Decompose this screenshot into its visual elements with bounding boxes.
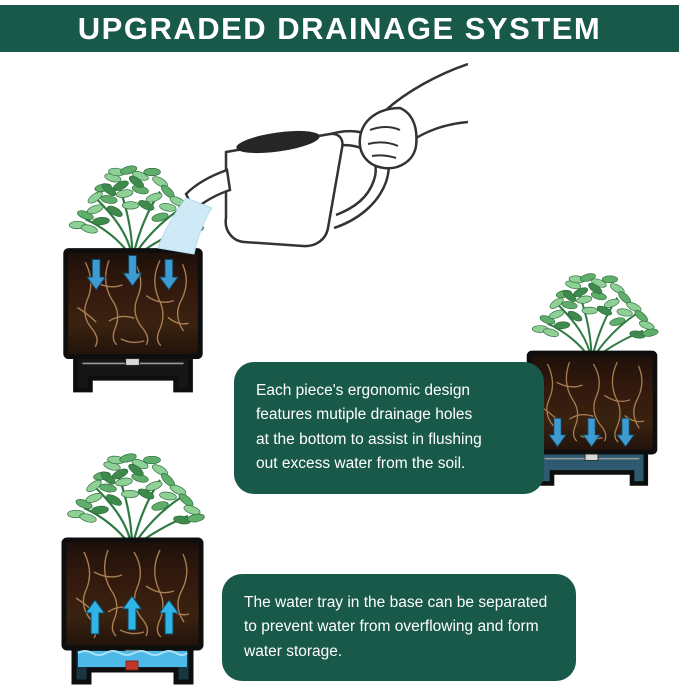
plant-foliage xyxy=(68,164,206,260)
pot-water-storage-illustration xyxy=(50,452,207,688)
pot-soil-body xyxy=(64,540,201,648)
page-title: UPGRADED DRAINAGE SYSTEM xyxy=(77,10,602,46)
pot-top-watering-illustration xyxy=(52,164,206,396)
watering-can-opening xyxy=(236,130,320,154)
arm xyxy=(385,62,468,144)
callout-drainage-holes: Each piece's ergonomic design features m… xyxy=(234,362,544,494)
pot-base-tray xyxy=(76,357,191,390)
plant-foliage xyxy=(66,452,207,550)
pot-base-tray xyxy=(538,452,646,483)
header-banner: UPGRADED DRAINAGE SYSTEM xyxy=(0,5,679,52)
hand xyxy=(358,106,418,170)
water-absorb-arrows xyxy=(86,254,179,291)
plant-foliage xyxy=(531,272,660,362)
drain-plug xyxy=(125,660,139,671)
stored-water xyxy=(77,650,188,671)
callout-water-tray: The water tray in the base can be separa… xyxy=(222,574,576,682)
watering-can-handle xyxy=(323,130,391,230)
